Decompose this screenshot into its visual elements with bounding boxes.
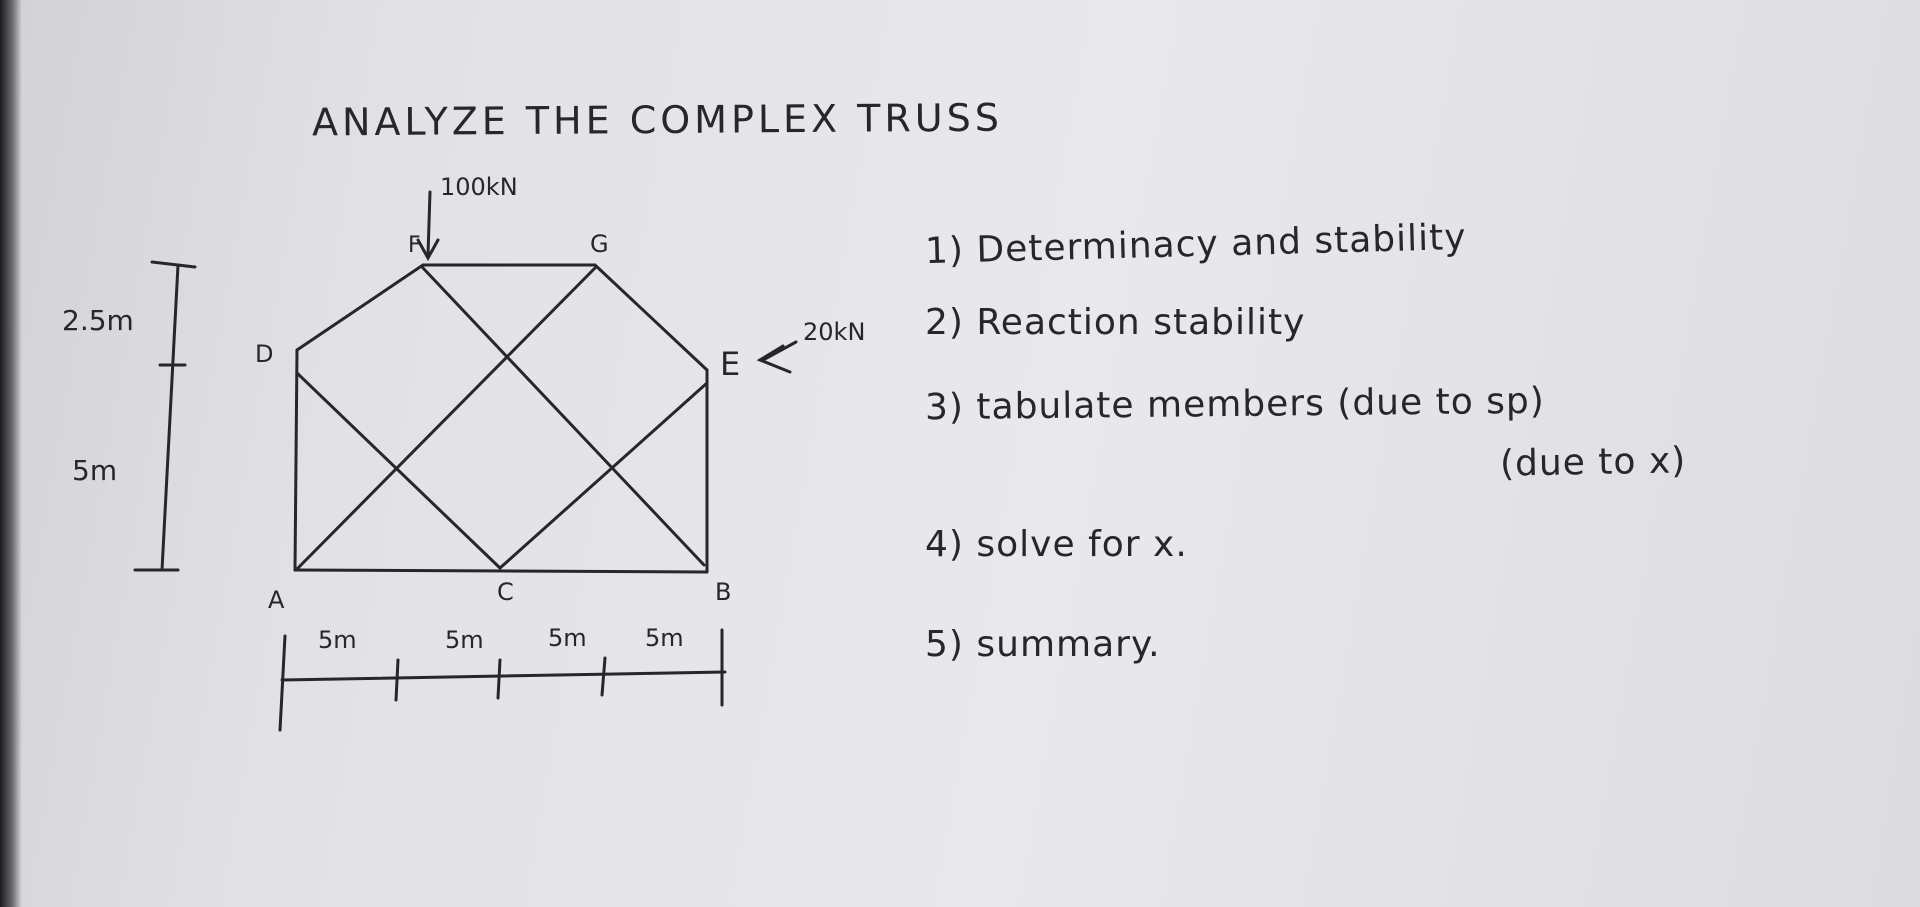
span-label-4: 5m [645, 624, 684, 652]
node-label-B: B [715, 578, 731, 606]
node-label-A: A [268, 586, 285, 614]
horizontal-load-label: 20kN [803, 318, 865, 346]
dim-label-top-height: 2.5m [62, 304, 134, 337]
load-arrows [416, 190, 798, 374]
vertical-load-label: 100kN [440, 173, 518, 201]
member-CE [498, 381, 709, 570]
span-label-2: 5m [445, 626, 484, 654]
span-label-3: 5m [548, 624, 587, 652]
member-AD [293, 348, 299, 572]
task-summary: 5) summary. [925, 624, 1161, 665]
node-label-G: G [590, 230, 609, 258]
horizontal-load-arrow [761, 340, 798, 362]
node-label-C: C [497, 578, 514, 606]
horizontal-load-arrowhead [756, 344, 792, 374]
vertical-load-arrow [426, 190, 432, 257]
vertical-dim-line [160, 263, 180, 572]
horizontal-dim-tick-2 [394, 658, 400, 702]
member-AB [293, 568, 709, 574]
member-AG [296, 266, 597, 570]
task-solve: 4) solve for x. [925, 524, 1188, 565]
task-reaction: 2) Reaction stability [925, 302, 1306, 343]
task-tabulate: 3) tabulate members (due to sp) [924, 380, 1546, 429]
member-GE [593, 263, 709, 372]
task-tabulate-due-to-x: (due to x) [1499, 440, 1687, 485]
node-label-E: E [720, 345, 740, 383]
node-label-F: F [408, 233, 421, 258]
member-FB [421, 266, 706, 567]
page-edge-shadow [0, 0, 22, 907]
span-label-1: 5m [318, 626, 357, 654]
member-DF [295, 263, 425, 352]
horizontal-dimension [278, 628, 727, 732]
member-DC [295, 371, 502, 570]
vertical-dimension [133, 260, 197, 572]
node-label-D: D [255, 340, 273, 368]
vertical-dim-tick-top [150, 260, 197, 269]
horizontal-dim-tick-4 [600, 656, 607, 697]
horizontal-dim-line [280, 670, 727, 682]
vertical-load-arrowhead [416, 238, 440, 262]
horizontal-dim-tick-1 [278, 634, 287, 732]
horizontal-dim-tick-3 [496, 658, 502, 700]
dim-label-bottom-height: 5m [72, 454, 117, 487]
